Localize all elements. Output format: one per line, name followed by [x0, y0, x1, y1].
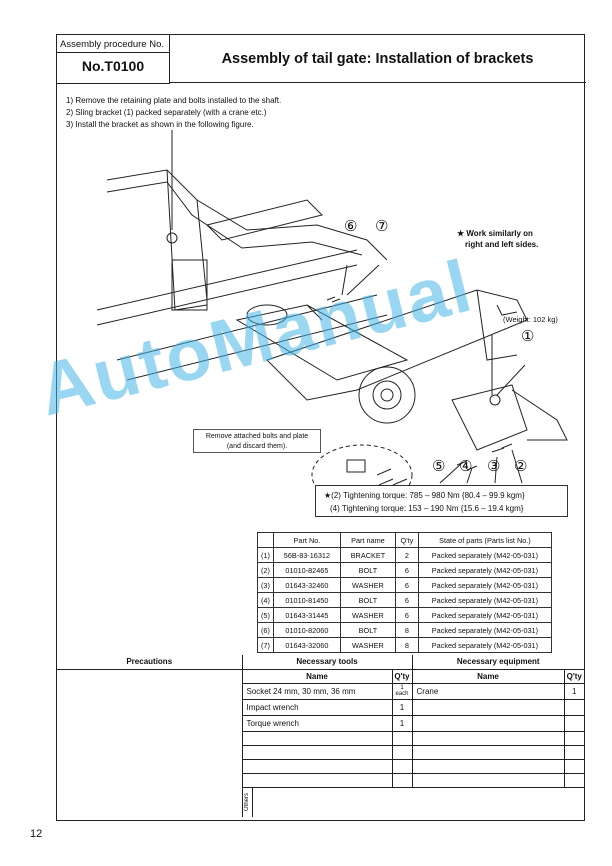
callout-6: ⑥: [344, 218, 358, 235]
torque-spec-box: ★(2) Tightening torque: 785 – 980 Nm {80…: [315, 485, 568, 517]
callout-3: ③: [487, 458, 501, 475]
tools-header: Necessary tools: [242, 655, 413, 670]
requirements-section: Precautions Necessary tools Necessary eq…: [57, 655, 584, 821]
assembly-illustration: [96, 130, 568, 485]
page-number: 12: [30, 828, 43, 840]
parts-header-row: Part No. Part name Q'ty State of parts (…: [257, 532, 552, 548]
procedure-number-box: Assembly procedure No. No.T0100: [57, 35, 170, 84]
parts-table: Part No. Part name Q'ty State of parts (…: [257, 532, 552, 653]
step-3: 3) Install the bracket as shown in the f…: [66, 120, 254, 129]
step-2: 2) Sling bracket (1) packed separately (…: [66, 108, 267, 117]
others-label: Others: [242, 787, 252, 817]
table-row: Socket 24 mm, 30 mm, 36 mm 1 each Crane …: [57, 682, 584, 700]
equipment-qty-col: Q'ty: [564, 669, 584, 684]
work-note: ★ Work similarly on right and left sides…: [457, 229, 539, 249]
tools-name-col: Name: [241, 669, 393, 684]
table-row: Torque wrench 1: [57, 714, 584, 732]
weight-label: (Weight: 102 kg): [503, 315, 558, 324]
torque-spec-2: ★(2) Tightening torque: 785 – 980 Nm {80…: [324, 491, 525, 500]
requirements-table: Precautions Necessary tools Necessary eq…: [57, 655, 584, 817]
equipment-header: Necessary equipment: [412, 655, 584, 670]
tools-qty-col: Q'ty: [391, 669, 413, 684]
callout-4: ④: [459, 458, 473, 475]
procedure-sheet: Assembly procedure No. No.T0100 Assembly…: [56, 34, 586, 821]
callout-7: ⑦: [375, 218, 389, 235]
instruction-steps: 1) Remove the retaining plate and bolts …: [66, 95, 281, 131]
page-title: Assembly of tail gate: Installation of b…: [169, 35, 586, 83]
precautions-cell: [57, 669, 243, 817]
callout-1: ①: [521, 328, 535, 345]
remove-note: Remove attached bolts and plate (and dis…: [193, 429, 321, 453]
callout-5: ⑤: [432, 458, 446, 475]
callout-2: ②: [514, 458, 528, 475]
equipment-name-col: Name: [411, 669, 565, 684]
procedure-label: Assembly procedure No.: [60, 39, 165, 50]
precautions-header: Precautions: [57, 655, 243, 670]
torque-spec-4: (4) Tightening torque: 153 – 190 Nm {15.…: [330, 504, 524, 513]
step-1: 1) Remove the retaining plate and bolts …: [66, 96, 282, 105]
procedure-number: No.T0100: [81, 58, 145, 74]
